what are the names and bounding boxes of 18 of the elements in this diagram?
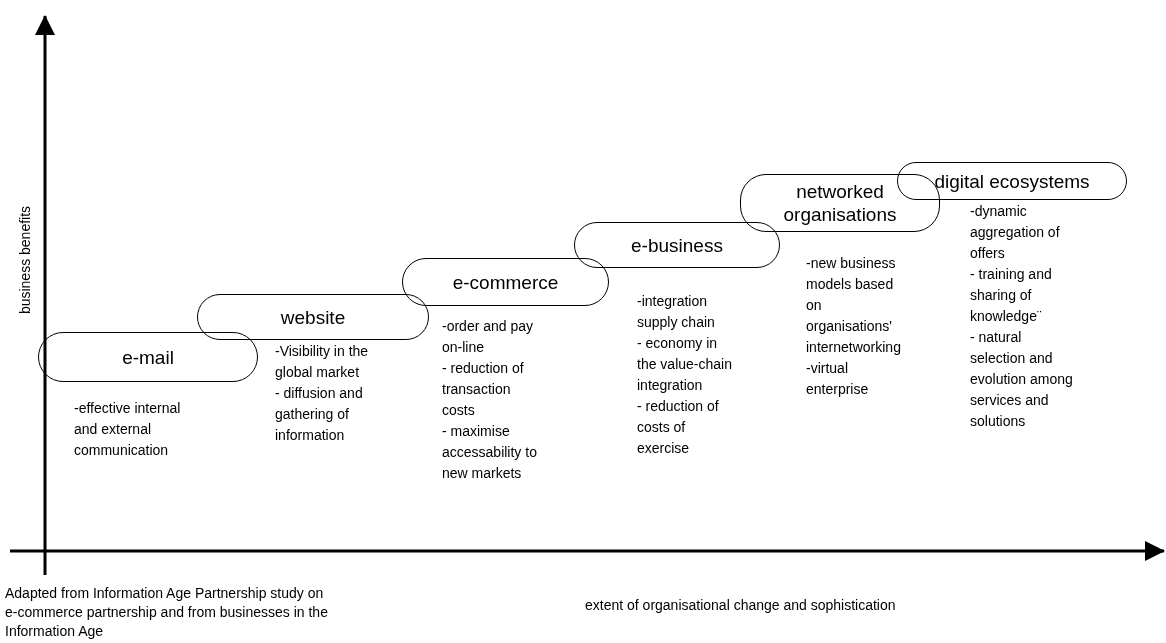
description-text: - training and sharing of knowledge¨ [970, 265, 1053, 326]
stage-pill: e-mail [38, 332, 258, 382]
description-text: -effective internal and external communication [74, 399, 182, 460]
description-text: - maximise accessability to new markets [442, 422, 537, 483]
description-text: -order and pay on-line [442, 317, 535, 357]
caption: Adapted from Information Age Partnership study on e-commerce partnership and from businesses in the Information Age [5, 584, 329, 641]
description-text: - diffusion and gathering of information [275, 384, 364, 445]
axis-label: business benefits [16, 205, 35, 315]
description-text: - natural selection and evolution among services and solutions [970, 328, 1074, 431]
axis-label: extent of organisational change and sophistication [585, 596, 896, 614]
description-text: - economy in the value-chain integration [637, 334, 732, 395]
description-text: -virtual enterprise [806, 359, 870, 399]
description-text: -Visibility in the global market [275, 342, 370, 382]
description-text: - reduction of costs of exercise [637, 397, 720, 458]
description-text: - reduction of transaction costs [442, 359, 525, 420]
description-text: -dynamic aggregation of offers [970, 202, 1061, 263]
description-text: -integration supply chain [637, 292, 716, 332]
description-text: -new business models based on organisations' internetworking [806, 254, 902, 357]
